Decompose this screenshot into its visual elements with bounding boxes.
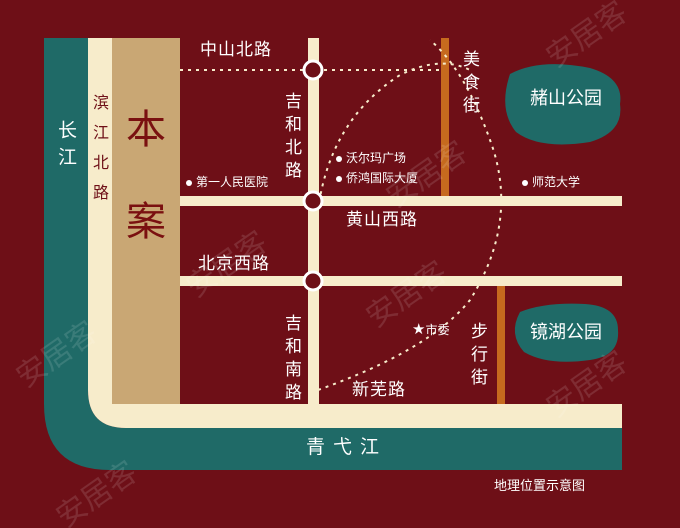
- poi-city-committee-label: 市委: [425, 323, 450, 337]
- poi-walmart-label: 沃尔玛广场: [346, 151, 407, 165]
- changjiang-label: 长江: [55, 120, 77, 174]
- zheshan-park-shape: [505, 64, 621, 145]
- jinghu-park-label: 镜湖公园: [530, 322, 602, 343]
- huangshan-west-road: [180, 196, 622, 206]
- meishi-street-label: 美食街: [459, 50, 479, 119]
- site-label: 本案: [119, 108, 165, 292]
- jihe-north-label: 吉和北路: [281, 92, 301, 184]
- qingyijiang-label: 青弋江: [306, 436, 388, 458]
- poi-qiaohong-label: 侨鸿国际大厦: [346, 171, 419, 185]
- site-block: [112, 38, 180, 404]
- beijing-west-road: [180, 276, 622, 286]
- changjiang-river: [44, 38, 622, 470]
- buxing-street-label: 步行街: [467, 322, 487, 391]
- map-caption: 地理位置示意图: [494, 479, 586, 494]
- dotted-ring: [317, 39, 503, 391]
- jihe-road: [308, 38, 319, 404]
- poi-dot-icon: [186, 179, 192, 186]
- zheshan-park-label: 赭山公园: [530, 88, 602, 109]
- poi-dot-icon: [336, 155, 342, 162]
- poi-city-committee: ★市委: [412, 322, 449, 337]
- binjiang-north-label: 滨江北路: [90, 94, 109, 214]
- poi-normal-univ: 师范大学: [522, 176, 580, 188]
- jihe-south-label: 吉和南路: [281, 314, 301, 406]
- beijing-west-label: 北京西路: [198, 254, 270, 274]
- intersection-circle: [302, 190, 324, 212]
- xinwu-label: 新芜路: [352, 380, 406, 400]
- poi-hospital-label: 第一人民医院: [196, 175, 269, 189]
- buxing-street: [497, 286, 505, 404]
- star-icon: ★: [412, 320, 426, 338]
- poi-walmart: 沃尔玛广场: [336, 152, 406, 164]
- poi-normal-univ-label: 师范大学: [532, 175, 581, 189]
- jinghu-park-shape: [514, 303, 619, 362]
- huangshan-west-label: 黄山西路: [346, 210, 418, 230]
- poi-dot-icon: [336, 175, 342, 182]
- zhongshan-north-label: 中山北路: [200, 40, 272, 60]
- intersection-circle: [302, 59, 324, 81]
- meishi-street: [441, 38, 449, 196]
- intersection-circle: [302, 270, 324, 292]
- poi-qiaohong: 侨鸿国际大厦: [336, 172, 418, 184]
- poi-dot-icon: [522, 179, 528, 186]
- poi-hospital: 第一人民医院: [186, 176, 268, 188]
